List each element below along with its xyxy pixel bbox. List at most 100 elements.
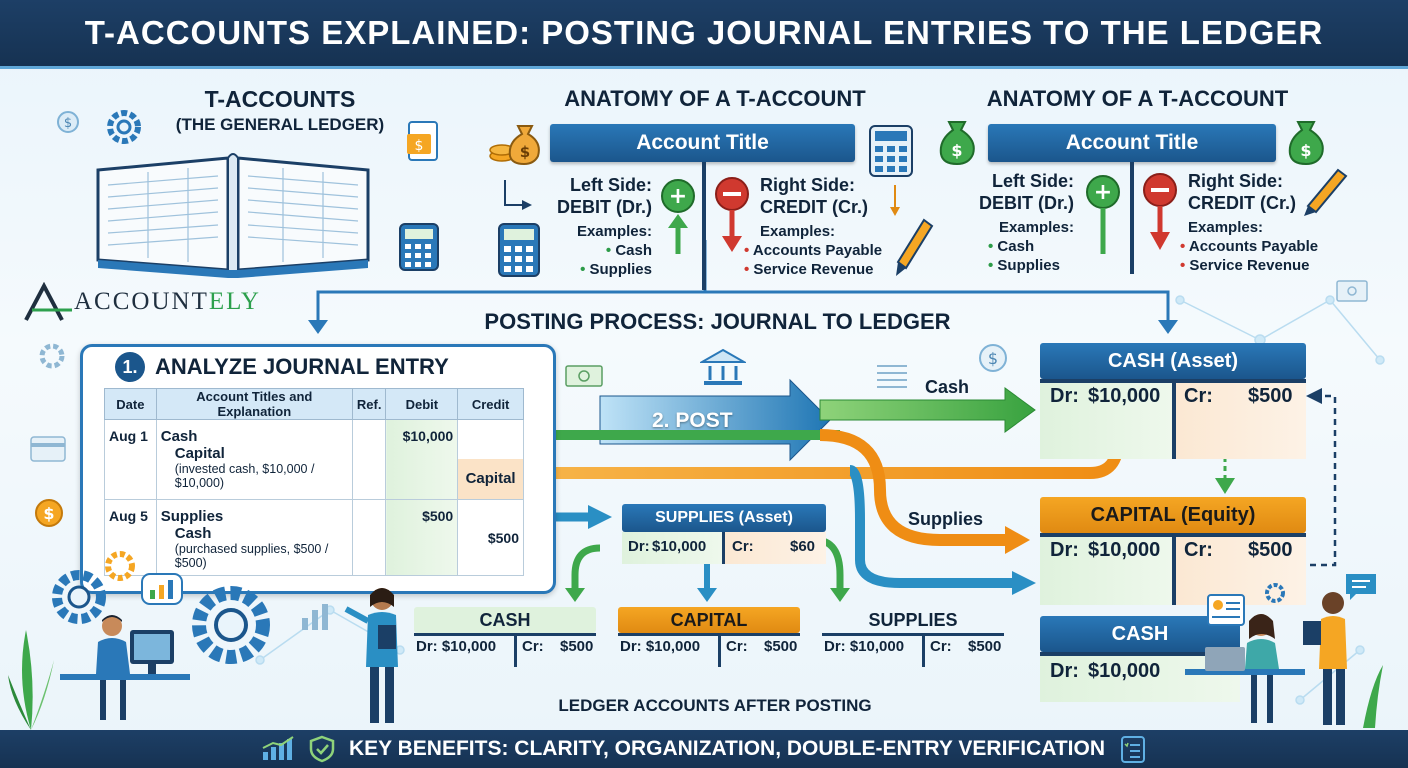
example-item: Accounts Payable: [1180, 237, 1340, 256]
credit-label: CREDIT (Cr.): [1188, 193, 1296, 213]
account-title-bar-2: Account Title: [988, 124, 1276, 162]
gear-icon: [52, 570, 106, 624]
page-title: T-ACCOUNTS EXPLAINED: POSTING JOURNAL EN…: [84, 14, 1324, 51]
example-item: Accounts Payable: [744, 241, 902, 260]
post-arrow-label: 2. POST: [652, 409, 733, 432]
calculator-icon: [399, 223, 439, 271]
entry-explanation: (purchased supplies, $500 / $500): [174, 542, 329, 570]
plus-debit-icon: +: [661, 179, 695, 254]
minus-credit-icon: [1143, 173, 1177, 250]
svg-text:$: $: [988, 349, 998, 368]
anatomy-right-1: Right Side: CREDIT (Cr.) Examples: Accou…: [752, 174, 902, 279]
entry-debit: $10,000: [385, 419, 459, 500]
entry-date: Aug 1: [104, 419, 157, 500]
capital-equity-account: CAPITAL (Equity) Dr: $10,000 Cr: $500: [1040, 497, 1306, 605]
anatomy-left-1: Left Side: DEBIT (Dr.) Examples: Cash Su…: [540, 174, 652, 279]
account-title-bar-1: Account Title: [550, 124, 855, 162]
entry-accounts: Cash Capital (invested cash, $10,000 / $…: [155, 419, 353, 500]
cash-asset-title: CASH (Asset): [1040, 343, 1306, 379]
examples-label: Examples:: [998, 219, 1074, 236]
open-ledger-book-icon: [96, 153, 370, 278]
entry-ref: [351, 499, 387, 576]
minus-credit-icon: [715, 177, 749, 252]
pencil-icon: [1304, 168, 1348, 216]
dr-label: Dr:: [628, 538, 650, 555]
column-header: Ref.: [351, 388, 387, 420]
dr-label: Dr:: [1050, 539, 1079, 561]
dr-value: $10,000: [1088, 660, 1161, 682]
cr-value: $500: [1248, 539, 1293, 561]
left-side-label: Left Side:: [991, 171, 1074, 191]
cash-asset-account: CASH (Asset) Dr: $10,000 Cr: $500: [1040, 343, 1306, 459]
supplies-asset-title: SUPPLIES (Asset): [622, 504, 826, 532]
entry-explanation: (invested cash, $10,000 / $10,000): [174, 462, 315, 490]
t-divider: [1172, 379, 1176, 459]
logo-mark-icon: [24, 282, 72, 321]
t-topline: [414, 633, 596, 636]
column-header: Credit: [457, 388, 524, 420]
examples-label: Examples:: [1188, 219, 1264, 236]
logo-text-dark: ACCOUNT: [74, 288, 209, 315]
t-divider-1: [702, 162, 706, 290]
cr-value: $500: [1248, 385, 1293, 407]
ledger-after-supplies: SUPPLIES Dr: $10,000 Cr: $500: [822, 607, 1004, 667]
svg-text:$: $: [64, 116, 72, 131]
gear-icon: [107, 110, 141, 144]
svg-text:+: +: [1094, 180, 1112, 205]
banknote-icon: [565, 365, 603, 387]
svg-text:$: $: [1300, 141, 1311, 160]
journal-row: Aug 5 Supplies Cash (purchased supplies,…: [104, 499, 524, 576]
person-at-desk-icon: [60, 615, 190, 720]
dr-entry: Dr: $10,000: [620, 638, 701, 655]
journal-table: Date Account Titles and Explanation Ref.…: [104, 388, 524, 576]
flow-label-supplies: Supplies: [908, 509, 984, 529]
example-item: Service Revenue: [1180, 256, 1340, 275]
plant-leaves-icon: [8, 630, 54, 730]
t-topline: [1040, 652, 1240, 656]
cr-label: Cr:: [1184, 385, 1213, 407]
credit-label: CREDIT (Cr.): [760, 197, 868, 217]
journal-row: Aug 1 Cash Capital (invested cash, $10,0…: [104, 419, 524, 500]
cash-asset-debit-side: [1040, 379, 1172, 459]
gear-icon: [1265, 583, 1285, 603]
entry-debit: $500: [385, 499, 459, 576]
capital-debit-side: [1040, 533, 1172, 605]
cr-value: $60: [790, 538, 816, 555]
debit-account: Cash: [160, 428, 198, 445]
entry-credit: Capital: [458, 459, 523, 499]
dr-value: $10,000: [1088, 385, 1161, 407]
column-header: Account Titles and Explanation: [155, 388, 353, 420]
credit-account: Capital: [174, 445, 225, 462]
t-topline: [822, 633, 1004, 636]
dollar-coin-icon: $: [35, 499, 63, 527]
t-divider: [718, 633, 721, 667]
column-header: Date: [104, 388, 157, 420]
supplies-debit-side: [622, 532, 722, 564]
debit-account: Supplies: [160, 508, 224, 525]
cr-value: $500: [764, 638, 798, 655]
cash-asset-credit-side: [1176, 379, 1306, 459]
cr-value: $500: [560, 638, 594, 655]
right-side-label: Right Side:: [1188, 171, 1283, 191]
gear-icon: [39, 343, 65, 369]
plus-debit-icon: +: [1086, 175, 1120, 254]
report-board-icon: [1207, 594, 1245, 626]
example-item: Supplies: [540, 260, 652, 279]
supplies-credit-side: [725, 532, 826, 564]
anatomy-title-1: ANATOMY OF A T-ACCOUNT: [564, 86, 866, 111]
entry-ref: [351, 419, 387, 500]
checklist-icon: [1121, 736, 1146, 763]
team-working-icon: [1185, 592, 1383, 728]
ledger-after-title: SUPPLIES: [868, 609, 958, 630]
examples-label: Examples:: [760, 223, 836, 240]
ledger-after-title: CASH: [414, 607, 596, 633]
example-item: Cash: [960, 237, 1074, 256]
entry-credit-cell: Capital: [457, 419, 524, 500]
ledger-after-capital: CAPITAL Dr: $10,000 Cr: $500: [618, 607, 800, 667]
chart-bubble-icon: [141, 573, 183, 605]
svg-text:$: $: [520, 143, 530, 161]
bank-icon: [700, 348, 746, 385]
list-icon: [877, 365, 907, 388]
journal-step-title: ANALYZE JOURNAL ENTRY: [155, 354, 449, 379]
ledger-intro-title: T-ACCOUNTS: [204, 86, 356, 112]
